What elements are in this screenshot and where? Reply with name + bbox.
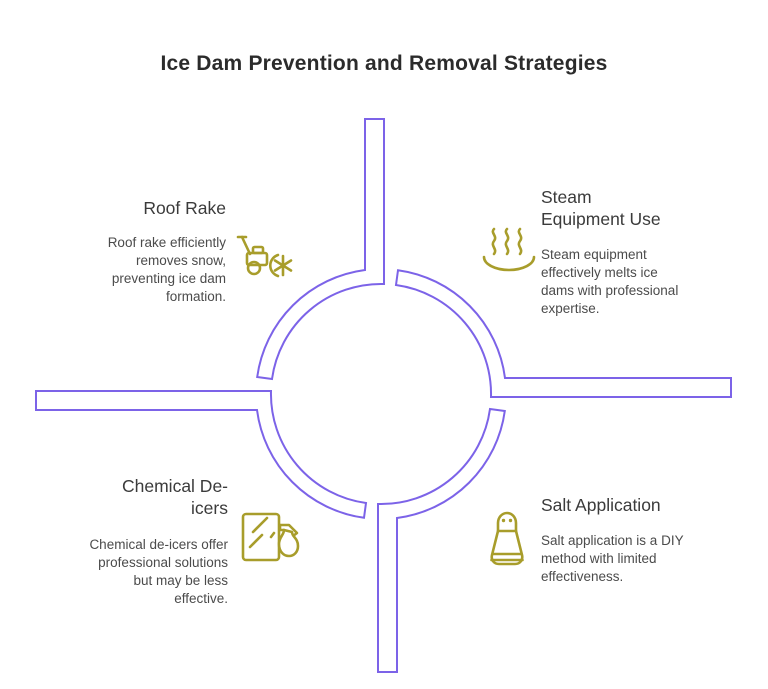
diagram-top-arm-nw-arc xyxy=(256,118,385,381)
section-title: Chemical De-icers xyxy=(122,476,228,518)
section-steam-equipment: Steam Equipment Use Steam equipment effe… xyxy=(541,186,751,318)
section-description: Salt application is a DIY method with li… xyxy=(541,533,684,584)
section-salt-application: Salt Application Salt application is a D… xyxy=(541,494,751,586)
page-title: Ice Dam Prevention and Removal Strategie… xyxy=(160,52,608,75)
section-description: Steam equipment effectively melts ice da… xyxy=(541,247,679,316)
section-title: Salt Application xyxy=(541,495,661,515)
diagram-left-arm-sw-arc xyxy=(35,390,368,519)
diagram-right-arm-ne-arc xyxy=(394,269,732,398)
spray-bottle-window-icon xyxy=(240,511,300,569)
section-title: Steam Equipment Use xyxy=(541,187,661,229)
section-title: Roof Rake xyxy=(143,198,226,218)
diagram-bottom-arm-se-arc xyxy=(377,407,506,673)
section-roof-rake: Roof Rake Roof rake efficiently removes … xyxy=(26,197,226,306)
section-description: Roof rake efficiently removes snow, prev… xyxy=(107,235,226,304)
snow-blower-icon xyxy=(233,229,295,279)
steam-icon xyxy=(481,226,537,276)
salt-shaker-icon xyxy=(484,510,530,572)
section-chemical-deicers: Chemical De-icers Chemical de-icers offe… xyxy=(28,475,228,608)
section-description: Chemical de-icers offer professional sol… xyxy=(89,537,228,606)
